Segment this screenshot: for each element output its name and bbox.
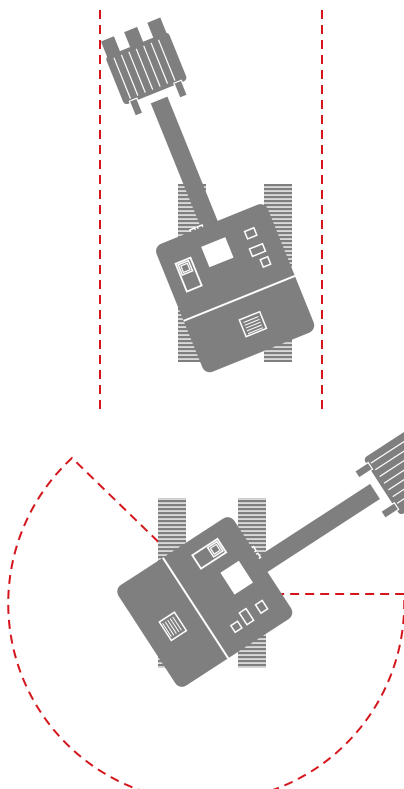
swing-boundary-arc bbox=[7, 456, 404, 789]
figure-swing-radius bbox=[7, 398, 404, 789]
figure-straight-travel bbox=[73, 6, 323, 410]
